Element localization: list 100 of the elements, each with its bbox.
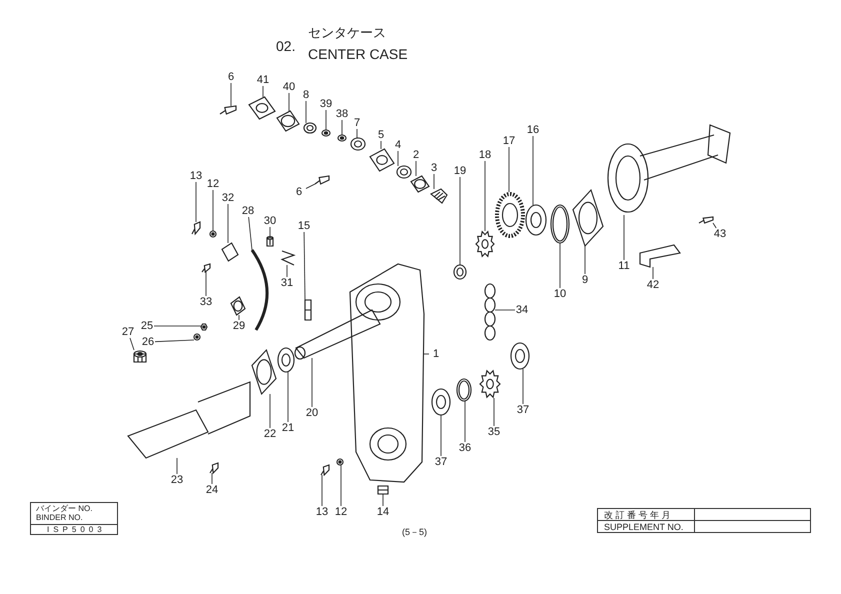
leader-line [130,338,134,350]
leader-line [712,222,717,228]
shaft-drawing [294,309,381,360]
flange-drawing [248,96,276,120]
pin-drawing [266,236,274,247]
washer-drawing [336,458,344,466]
callout-number: 15 [298,220,310,232]
bolt-drawing [698,216,714,224]
cover-plate-drawing [221,242,239,262]
callout-number: 13 [316,506,328,518]
callout-number: 12 [334,506,348,518]
leader-line [440,414,442,456]
stud-bolt-drawing [304,299,312,321]
callout-number: 34 [516,304,528,316]
callout-number: 7 [354,117,360,129]
leader-line [262,86,264,98]
bearing-drawing [350,137,366,151]
callout-number: 30 [264,215,276,227]
bearing-drawing [303,122,317,134]
callout-number: 29 [232,320,246,332]
nut-drawing [200,323,208,331]
leader-line [356,128,358,138]
callout-number: 23 [170,474,184,486]
callout-number: 11 [618,260,630,272]
callout-number: 38 [336,108,348,120]
gasket-drawing [230,296,246,316]
binder-number: ISP5003 [47,525,106,535]
callout-number: 22 [264,428,276,440]
callout-number: 24 [206,484,218,496]
page-number: (5－5) [402,526,428,539]
callout-number: 3 [430,162,438,174]
callout-number: 12 [206,178,220,190]
callout-number: 43 [714,228,726,240]
callout-number: 39 [320,98,332,110]
callout-number: 9 [582,274,588,286]
callout-number: 37 [516,404,530,416]
washer-drawing [209,230,217,238]
bolt-drawing [320,464,330,476]
bolt-drawing [201,263,211,273]
gasket-drawing [276,110,300,132]
leader-line [522,368,524,404]
leader-line [288,92,290,112]
callout-number: 13 [190,170,202,182]
leader-line [484,160,486,232]
bolt-drawing [191,221,201,235]
leader-line [380,140,382,150]
title: CENTER CASE [308,46,408,62]
callout-number: 1 [432,348,440,360]
leader-line [508,146,510,192]
washer-drawing [193,333,201,341]
table-header-cell: 改 訂 番 号 年 月 [597,508,695,521]
ring-drawing [456,378,472,402]
callout-number: 26 [142,336,154,348]
sprocket-drawing [475,230,495,258]
leader-line [286,264,288,278]
leader-line [230,82,232,106]
bearing-drawing [525,204,547,236]
callout-number: 36 [458,442,472,454]
spring-drawing [280,250,296,266]
binder-number-label: BINDER NO. [36,513,83,522]
leader-line [176,458,178,474]
callout-number: 6 [296,186,302,198]
leader-line [212,190,214,232]
bearing-drawing [396,165,412,179]
leader-line [584,246,586,274]
binder-number-label: バインダー NO. [36,504,92,513]
bearing-drawing [510,342,530,370]
callout-number: 4 [394,139,402,151]
leader-line [652,266,654,280]
housing-drawing [127,381,251,459]
callout-number: 19 [454,165,466,177]
callout-number: 16 [526,124,540,136]
flange-drawing [369,148,395,172]
bearing-drawing [277,347,295,373]
bushing-drawing [453,264,467,280]
callout-number: 28 [242,205,254,217]
callout-number: 10 [554,288,566,300]
gasket-drawing [572,188,604,248]
section-number: 02. [276,38,296,54]
callout-number: 14 [376,506,390,518]
housing-drawing [607,124,731,213]
callout-number: 17 [502,135,516,147]
callout-number: 18 [478,149,492,161]
callout-number: 35 [488,426,500,438]
table-header-cell: SUPPLEMENT NO. [597,520,695,533]
sprocket-drawing [479,370,501,398]
gasket-drawing [251,348,277,396]
callout-number: 41 [256,74,270,86]
callout-number: 40 [282,81,296,93]
leader-line [304,232,306,300]
callout-number: 5 [378,129,384,141]
bolt-drawing [219,105,237,115]
leader-line [382,494,384,506]
stud-bolt-drawing [377,485,389,495]
brake-band-drawing [250,249,268,331]
leader-line [238,314,240,320]
bolt-drawing [314,175,330,185]
callout-number: 6 [228,71,234,83]
gearcase-drawing [349,263,425,483]
leader-line [306,184,316,189]
